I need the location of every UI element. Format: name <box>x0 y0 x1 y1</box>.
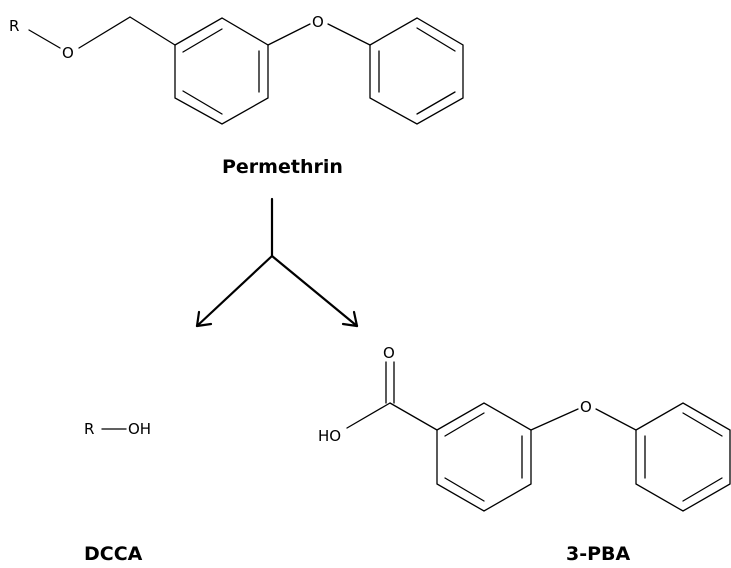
bond-c-oh <box>346 402 391 429</box>
dcca-atom-oh: OH <box>128 420 151 438</box>
permethrin-ring-b <box>369 17 464 125</box>
dcca-name: DCCA <box>84 543 143 565</box>
pba-atom-o-carbonyl: O <box>383 344 395 362</box>
bond-pba-ring-a-o <box>530 408 579 431</box>
pba-ring-b <box>635 402 731 512</box>
bond-r-o <box>28 29 61 49</box>
pba-ring-b-double-1 <box>682 412 723 437</box>
pba-structure: O HO O <box>318 344 731 512</box>
permethrin-name: Permethrin <box>222 156 343 178</box>
bond-pba-o-ring-b <box>595 408 637 431</box>
pba-ring-a <box>436 402 532 512</box>
permethrin-ring-a <box>174 17 269 125</box>
arrow-head-left <box>195 310 213 328</box>
arrow-branch-right <box>270 254 359 328</box>
pba-ring-a-double-1 <box>444 412 485 437</box>
pba-name: 3-PBA <box>566 543 631 565</box>
arrow-head-right <box>341 310 359 328</box>
arrow-branch-left <box>195 254 274 328</box>
bond-o-ch2 <box>78 16 131 49</box>
dcca-atom-r: R <box>84 420 94 438</box>
permethrin-atom-r: R <box>9 17 19 35</box>
permethrin-atom-o-ether: O <box>62 44 74 62</box>
permethrin-structure: R O O <box>9 13 464 125</box>
pba-ring-a-double-3 <box>444 477 485 502</box>
dcca-structure: R OH <box>84 420 151 438</box>
permethrin-ring-b-double-3 <box>416 91 456 115</box>
permethrin-ring-b-double-1 <box>416 27 456 52</box>
bond-o-ring-b <box>327 23 371 46</box>
pba-atom-o-phenoxy: O <box>580 398 592 416</box>
bond-ch2-ring <box>129 16 176 46</box>
degradation-arrow <box>195 197 359 328</box>
permethrin-ring-a-double-1 <box>182 28 223 53</box>
permethrin-ring-a-double-3 <box>182 90 223 115</box>
permethrin-atom-o-phenoxy: O <box>312 13 324 31</box>
bond-ring-a-o <box>267 23 311 46</box>
pba-ring-b-double-3 <box>682 477 723 502</box>
bond-c-ring <box>389 402 438 431</box>
pba-atom-ho: HO <box>318 427 341 445</box>
